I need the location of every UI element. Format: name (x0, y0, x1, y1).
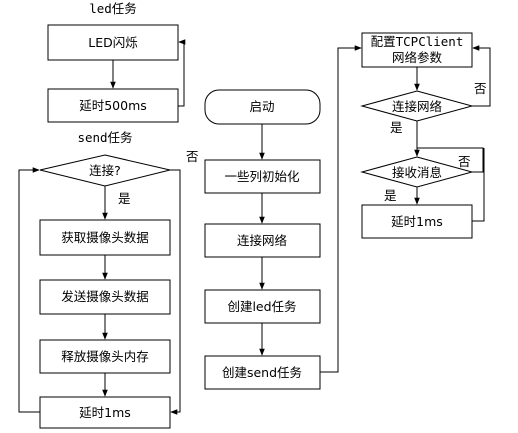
main-create-send-box (204, 355, 321, 390)
tcp-yes-receive-label: 是 (384, 188, 397, 203)
send-send-data-label: 发送摄像头数据 (61, 289, 149, 304)
led-delay-label: 延时500ms (79, 98, 147, 113)
send-no-label: 否 (186, 149, 199, 164)
edge-send-no (170, 169, 181, 415)
send-task-title: send任务 (77, 130, 132, 145)
tcp-receive-label: 接收消息 (392, 165, 442, 180)
tcp-connect-label: 连接网络 (392, 99, 443, 114)
edge-main-to-tcp (320, 45, 362, 373)
led-task-title: led任务 (89, 1, 137, 16)
edge-tcp-delay-loop (472, 148, 485, 222)
tcp-no-receive-label: 否 (458, 154, 471, 169)
main-create-led-label: 创建led任务 (227, 299, 296, 314)
main-start-label: 启动 (249, 99, 274, 114)
send-get-data-label: 获取摄像头数据 (61, 230, 149, 245)
send-get-data-box (39, 219, 171, 256)
main-connect-label: 连接网络 (237, 233, 288, 248)
tcp-config-box (361, 32, 473, 68)
tcp-delay-box (361, 204, 473, 239)
main-init-box (204, 159, 321, 194)
main-create-send-label: 创建send任务 (222, 365, 302, 380)
send-delay-box (39, 396, 171, 429)
tcp-delay-label: 延时1ms (391, 214, 443, 229)
send-yes-label: 是 (118, 191, 131, 206)
edge-tcp-receive-no-line (417, 147, 484, 173)
send-connected-label: 连接? (89, 163, 121, 178)
tcp-yes-connect-label: 是 (390, 120, 403, 135)
main-create-led-box (204, 289, 321, 324)
led-blink-label: LED闪烁 (88, 35, 138, 50)
edge-tcp-connect-no (472, 45, 491, 107)
led-blink-box (47, 24, 179, 61)
send-delay-label: 延时1ms (79, 405, 131, 420)
tcp-config-label-line2: 网络参数 (392, 50, 443, 65)
main-init-label: 一些列初始化 (224, 169, 300, 184)
tcp-no-connect-label: 否 (474, 81, 487, 96)
tcp-config-label-line1: 配置TCPClient (371, 34, 464, 49)
edge-led-loop (178, 39, 186, 107)
send-free-mem-label: 释放摄像头内存 (61, 349, 149, 364)
edge-send-loop (18, 167, 40, 413)
led-delay-box (47, 88, 179, 123)
